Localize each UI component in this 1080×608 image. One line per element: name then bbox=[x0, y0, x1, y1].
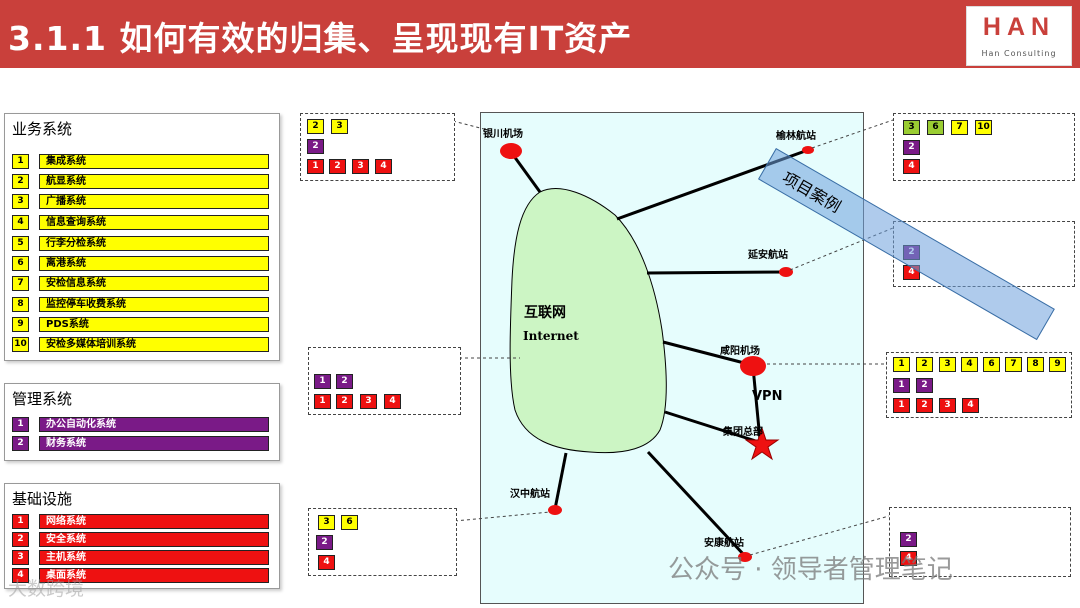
management-systems-title: 管理系统 bbox=[12, 390, 73, 408]
city-hq: 集团总部 bbox=[723, 427, 763, 438]
node-yulin bbox=[802, 146, 814, 154]
infrastructure-title: 基础设施 bbox=[12, 490, 73, 508]
connector-ankang bbox=[749, 515, 890, 556]
chips-ankang: 2 4 bbox=[889, 507, 1071, 577]
city-yulin: 榆林航站 bbox=[776, 131, 816, 142]
link-yinchuan bbox=[509, 151, 542, 193]
logo-sub-text: Han Consulting bbox=[981, 49, 1057, 58]
node-xianyang bbox=[740, 356, 766, 376]
node-hq-star bbox=[744, 426, 780, 461]
connector-hanzhong bbox=[454, 511, 551, 522]
link-hanzhong bbox=[553, 452, 568, 510]
chips-xianyang-left: 1 2 1 2 3 4 bbox=[308, 347, 461, 415]
link-xianyang bbox=[662, 340, 753, 367]
link-hq bbox=[664, 410, 763, 445]
internet-cloud bbox=[509, 188, 667, 454]
watermark-corner: 大数跨境 bbox=[8, 578, 85, 600]
node-yinchuan bbox=[500, 143, 522, 159]
node-ankang bbox=[738, 552, 752, 562]
connector-yinchuan bbox=[452, 120, 489, 131]
internet-label-en: Internet bbox=[523, 329, 579, 343]
city-ankang: 安康航站 bbox=[704, 538, 744, 549]
logo-main-text: HAN bbox=[982, 13, 1056, 41]
page-title: 3.1.1 如何有效的归集、呈现现有IT资产 bbox=[8, 19, 633, 58]
chips-yulin: 3 6 7 10 2 4 bbox=[893, 113, 1075, 181]
chips-yinchuan: 2 3 2 1 2 3 4 bbox=[300, 113, 455, 181]
city-hanzhong: 汉中航站 bbox=[510, 489, 550, 500]
city-yanan: 延安航站 bbox=[748, 250, 788, 261]
node-yanan bbox=[779, 267, 793, 277]
business-systems-title: 业务系统 bbox=[12, 120, 73, 138]
link-vpn bbox=[751, 366, 762, 441]
link-ankang bbox=[646, 450, 747, 558]
internet-label-cn: 互联网 bbox=[524, 305, 566, 321]
connector-yulin bbox=[811, 119, 894, 149]
chips-xianyang-right: 1 2 3 4 6 7 8 9 1 2 1 2 3 4 bbox=[886, 352, 1072, 418]
watermark-main: 公众号 · 领导者管理笔记 bbox=[668, 555, 953, 585]
node-hanzhong bbox=[548, 505, 562, 515]
vpn-label: VPN bbox=[752, 389, 783, 404]
header-bar: 3.1.1 如何有效的归集、呈现现有IT资产 HAN Han Consultin… bbox=[0, 0, 1080, 68]
city-xianyang: 咸阳机场 bbox=[720, 346, 760, 357]
link-yanan bbox=[646, 270, 787, 275]
chips-hanzhong: 3 6 2 4 bbox=[308, 508, 457, 576]
han-logo: HAN Han Consulting bbox=[966, 6, 1072, 66]
city-yinchuan: 银川机场 bbox=[483, 129, 523, 140]
